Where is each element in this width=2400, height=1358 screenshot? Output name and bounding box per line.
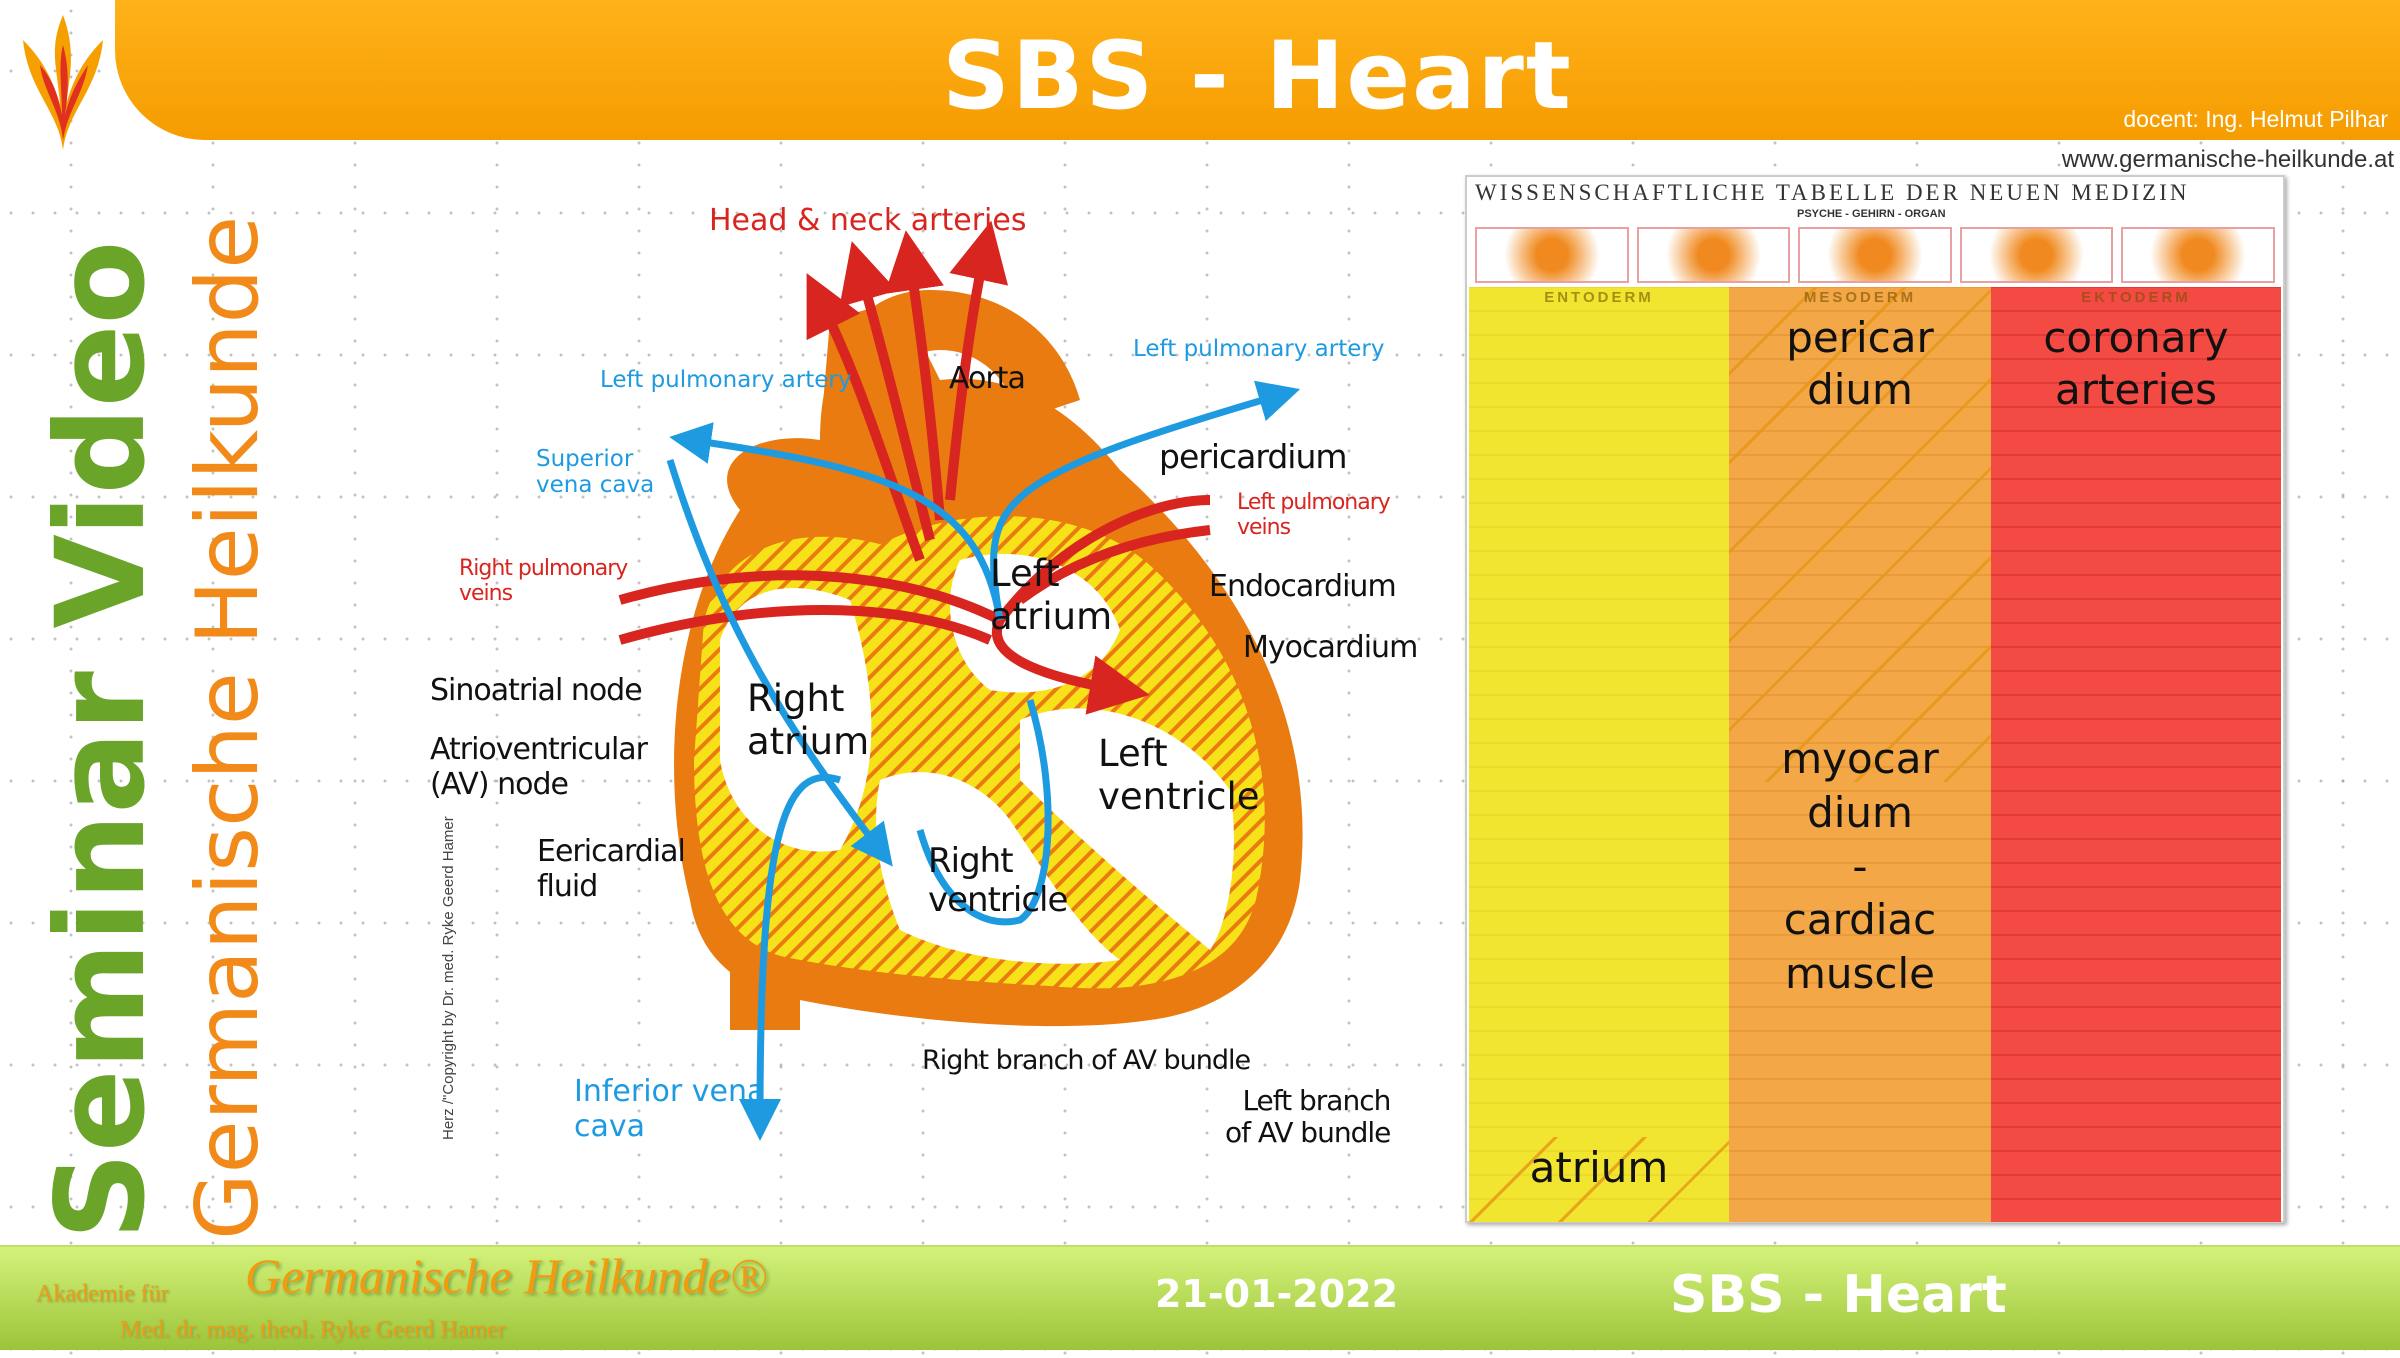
- label-line: Eericardial: [537, 834, 686, 869]
- entoderm-column: ENTODERM atrium: [1469, 287, 1729, 1222]
- label-line: pericar: [1786, 313, 1934, 362]
- label-av-node: Atrioventricular(AV) node: [430, 732, 648, 802]
- label-line: atrium: [747, 719, 870, 763]
- footer-title: SBS - Heart: [1670, 1265, 2007, 1325]
- label-line: muscle: [1784, 949, 1935, 998]
- label-line: Right pulmonary: [459, 556, 628, 581]
- label-line: ventricle: [1098, 774, 1260, 818]
- scientific-table-image: WISSENSCHAFTLICHE TABELLE DER NEUEN MEDI…: [1465, 175, 2285, 1223]
- label-line: Left pulmonary: [1237, 490, 1391, 515]
- label-line: arteries: [2055, 364, 2217, 414]
- label-line: Inferior vena: [574, 1074, 766, 1109]
- page-title: SBS - Heart: [942, 22, 1573, 131]
- header-bar: SBS - Heart docent: Ing. Helmut Pilhar: [115, 0, 2400, 140]
- label-line: atrium: [990, 594, 1113, 638]
- akademie-label: Akademie für: [36, 1281, 169, 1307]
- label-right-branch-av-bundle: Right branch of AV bundle: [922, 1045, 1251, 1076]
- label-line: vena cava: [536, 472, 655, 499]
- docent-label: docent: Ing. Helmut Pilhar: [2123, 106, 2388, 132]
- flame-logo-icon: [23, 15, 103, 150]
- label-line: Right: [747, 677, 845, 720]
- website-url: www.germanische-heilkunde.at: [2061, 146, 2394, 173]
- label-line: ventricle: [928, 880, 1068, 921]
- right-ventricle: [876, 772, 1120, 964]
- label-line: dium: [1807, 787, 1913, 837]
- label-endocardium: Endocardium: [1209, 569, 1397, 604]
- germ-layer-label: ENTODERM: [1544, 289, 1654, 306]
- table-thumbnails: [1475, 227, 2275, 283]
- label-line: cardiac: [1783, 895, 1937, 945]
- label-line: Right: [928, 841, 1014, 881]
- label-line: -: [1852, 841, 1868, 891]
- label-line: veins: [459, 581, 513, 607]
- label-line: coronary: [2043, 313, 2229, 362]
- author-label: Med. dr. mag. theol. Ryke Geerd Hamer: [120, 1317, 506, 1343]
- hatch-overlay: [1469, 1137, 1729, 1222]
- label-line: (AV) node: [430, 766, 569, 802]
- label-line: Left: [1098, 732, 1168, 775]
- label-line: of AV bundle: [1225, 1116, 1391, 1150]
- footer-bar: Akademie für Germanische Heilkunde® Med.…: [0, 1245, 2400, 1350]
- label-line: myocar: [1781, 734, 1939, 783]
- label-atrium: atrium: [1529, 1143, 1669, 1192]
- label-line: Superior: [536, 446, 634, 472]
- label-left-pulmonary-artery-right: Left pulmonary artery: [1133, 336, 1385, 362]
- germ-layer-label: EKTODERM: [2081, 289, 2191, 306]
- label-line: dium: [1807, 364, 1913, 414]
- left-ventricle: [1020, 708, 1234, 950]
- label-sinoatrial-node: Sinoatrial node: [430, 673, 643, 708]
- label-myocardium: Myocardium: [1243, 630, 1418, 665]
- table-subtitle: PSYCHE - GEHIRN - ORGAN: [1797, 208, 1946, 220]
- label-line: Left branch: [1242, 1084, 1391, 1117]
- label-pericardium: pericardium: [1159, 437, 1348, 476]
- label-line: Atrioventricular: [430, 732, 648, 767]
- date-label: 21-01-2022: [1155, 1272, 1399, 1316]
- label-line: veins: [1237, 515, 1291, 541]
- table-title: WISSENSCHAFTLICHE TABELLE DER NEUEN MEDI…: [1475, 180, 2190, 205]
- aorta-arch: [820, 290, 1080, 440]
- label-line: Left: [990, 552, 1060, 595]
- label-head-neck-arteries: Head & neck arteries: [709, 203, 1027, 238]
- label-left-pulmonary-artery-left: Left pulmonary artery: [600, 367, 852, 393]
- copyright-note: Herz /"Copyright by Dr. med. Ryke Geerd …: [440, 816, 457, 1140]
- germ-layer-label: MESODERM: [1803, 289, 1917, 306]
- label-line: fluid: [537, 868, 598, 904]
- label-line: cava: [574, 1108, 646, 1144]
- hatch-overlay: [1729, 287, 1991, 782]
- label-aorta: Aorta: [949, 361, 1026, 396]
- brand-logo-text: Germanische Heilkunde®: [245, 1248, 768, 1304]
